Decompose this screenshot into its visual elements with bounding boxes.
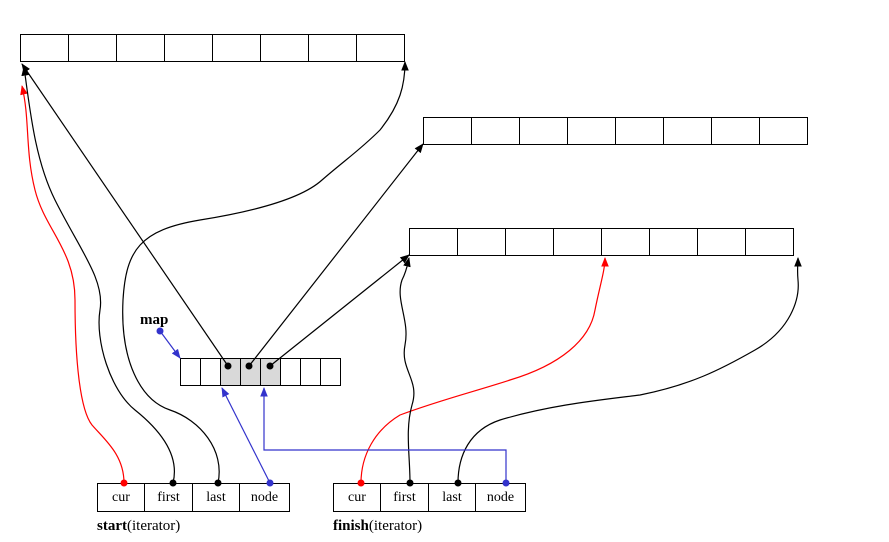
map-slot-dot-2 xyxy=(245,362,253,370)
buffer-cell xyxy=(567,117,616,145)
finish-field-first: first xyxy=(380,483,429,512)
map-slot-pointer-1 xyxy=(21,63,229,367)
map-slot-pointer-3 xyxy=(269,254,410,367)
buffer-cell xyxy=(759,117,808,145)
map-slot-pointer-2 xyxy=(248,143,424,367)
buffer-cell xyxy=(615,117,664,145)
buffer-cell xyxy=(649,228,698,256)
finish-name: finish xyxy=(333,518,369,534)
finish-first-pointer xyxy=(399,257,415,484)
buffer-1 xyxy=(20,34,405,62)
start-first-pointer xyxy=(21,66,175,484)
start-field-node: node xyxy=(239,483,290,512)
buffer-cell xyxy=(505,228,554,256)
finish-cur-dot xyxy=(357,479,365,487)
buffer-cell xyxy=(697,228,746,256)
buffer-cell xyxy=(308,34,357,62)
start-last-pointer xyxy=(122,61,409,484)
start-name: start xyxy=(97,518,127,534)
finish-field-last: last xyxy=(428,483,476,512)
start-caption: start(iterator) xyxy=(97,518,180,535)
map-slot-dot-1 xyxy=(224,362,232,370)
buffer-cell xyxy=(116,34,165,62)
buffer-cell xyxy=(356,34,405,62)
buffer-cell xyxy=(260,34,309,62)
start-last-dot xyxy=(214,479,222,487)
finish-cur-pointer xyxy=(360,257,609,484)
map-slot-dot-3 xyxy=(266,362,274,370)
map-pointer xyxy=(159,330,181,359)
start-cur-dot xyxy=(120,479,128,487)
buffer-cell xyxy=(553,228,602,256)
buffer-cell xyxy=(212,34,261,62)
map-array xyxy=(180,358,341,386)
buffer-cell xyxy=(471,117,520,145)
finish-suffix: (iterator) xyxy=(368,518,423,534)
start-node-dot xyxy=(266,479,274,487)
start-first-dot xyxy=(169,479,177,487)
start-suffix: (iterator) xyxy=(127,518,181,534)
buffer-cell xyxy=(68,34,117,62)
start-node-pointer xyxy=(221,387,271,484)
finish-caption: finish(iterator) xyxy=(333,518,422,535)
map-label: map xyxy=(140,312,169,328)
finish-node-pointer xyxy=(260,387,507,483)
buffer-cell xyxy=(409,228,458,256)
start-field-last: last xyxy=(192,483,240,512)
finish-field-cur: cur xyxy=(333,483,381,512)
buffer-3 xyxy=(409,228,794,256)
start-field-first: first xyxy=(144,483,193,512)
buffer-cell xyxy=(423,117,472,145)
finish-iterator: cur first last node xyxy=(333,483,526,512)
map-slot xyxy=(320,358,341,386)
buffer-2 xyxy=(423,117,808,145)
buffer-cell xyxy=(601,228,650,256)
start-cur-pointer xyxy=(20,85,125,484)
buffer-cell xyxy=(663,117,712,145)
finish-last-pointer xyxy=(457,257,802,484)
buffer-cell xyxy=(20,34,69,62)
finish-field-node: node xyxy=(475,483,526,512)
start-iterator: cur first last node xyxy=(97,483,290,512)
finish-last-dot xyxy=(454,479,462,487)
buffer-cell xyxy=(745,228,794,256)
finish-node-dot xyxy=(502,479,510,487)
finish-first-dot xyxy=(406,479,414,487)
